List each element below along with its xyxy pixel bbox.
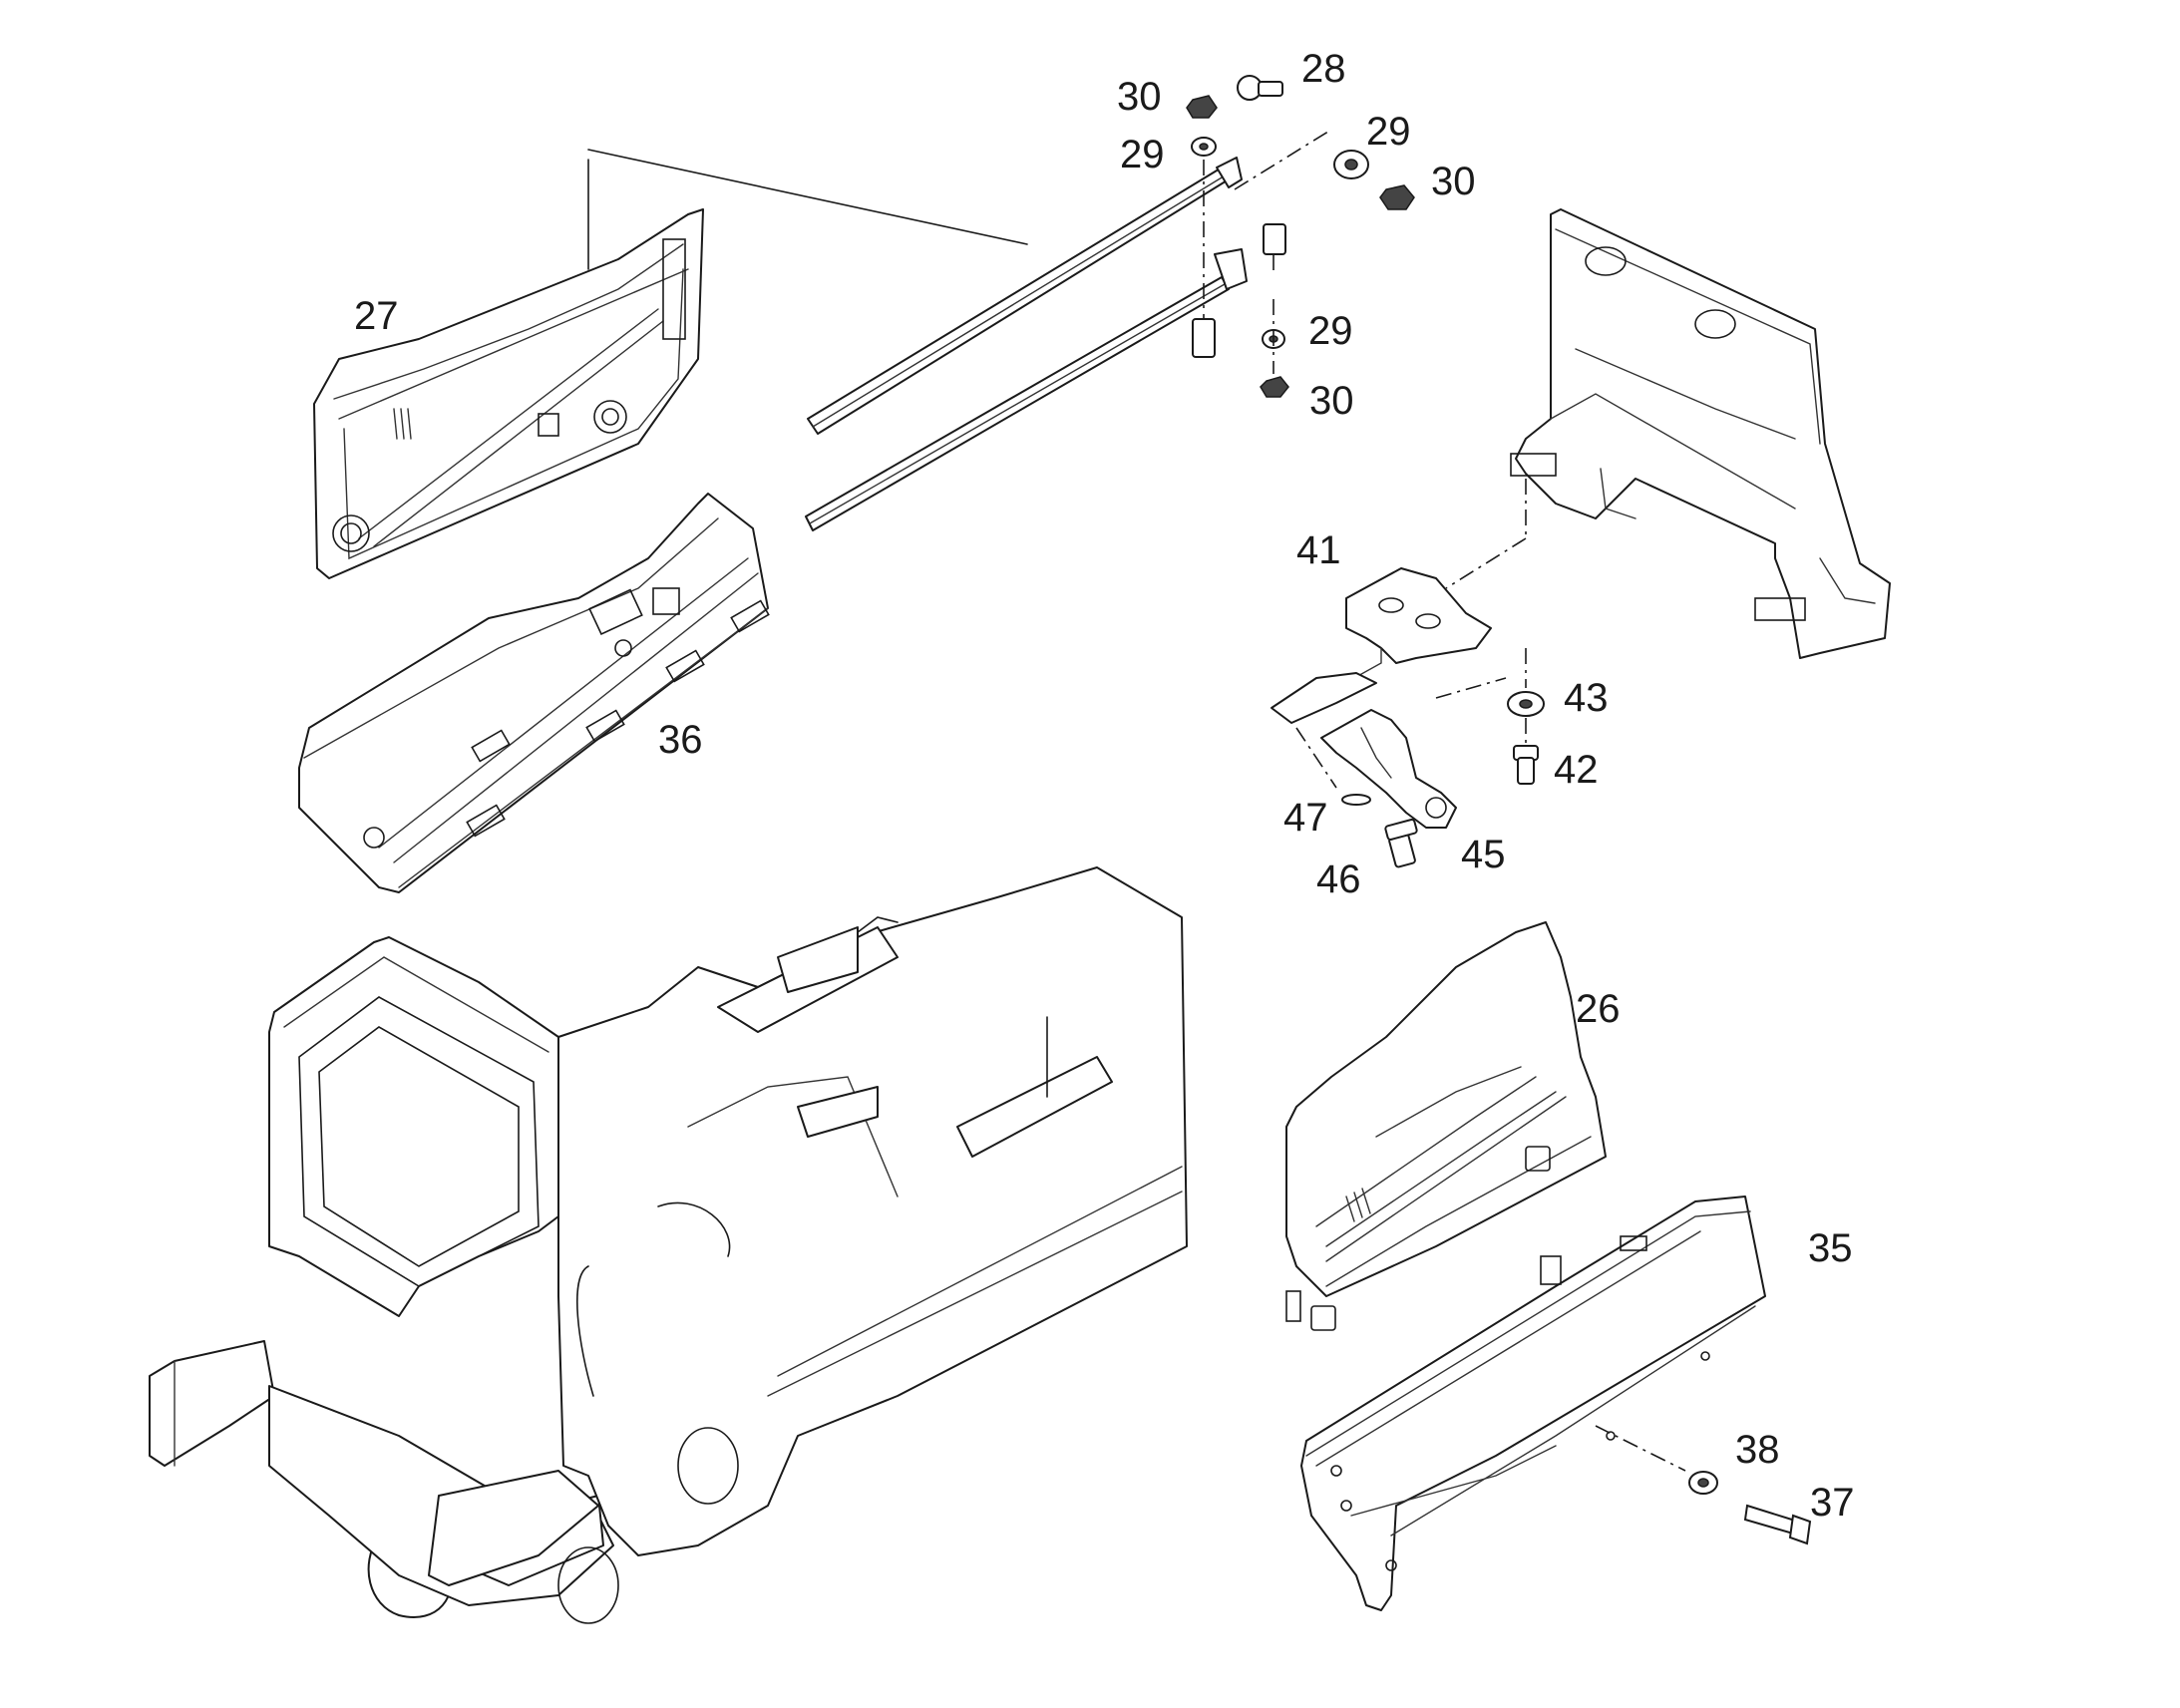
part-27-side-panel xyxy=(313,208,704,579)
callout-labels: 27 36 28 30 29 29 30 29 30 41 43 42 47 4… xyxy=(354,47,1855,1525)
callout-37: 37 xyxy=(1810,1481,1855,1525)
callout-45: 45 xyxy=(1461,833,1506,876)
callout-42: 42 xyxy=(1554,748,1599,792)
callout-38: 38 xyxy=(1735,1428,1780,1472)
callout-30c: 30 xyxy=(1309,379,1354,423)
main-chassis-frame xyxy=(149,866,1188,1624)
leader-line-27b xyxy=(587,149,1028,245)
callout-29a: 29 xyxy=(1120,133,1165,176)
hardware-group-top xyxy=(1186,75,1415,398)
upper-rail-assembly xyxy=(805,157,1248,531)
part-26-side-panel xyxy=(1285,921,1607,1331)
callout-43: 43 xyxy=(1564,676,1609,720)
callout-29c: 29 xyxy=(1308,309,1353,353)
callout-35: 35 xyxy=(1808,1226,1853,1270)
callout-27: 27 xyxy=(354,294,399,338)
part-41-bracket xyxy=(1271,567,1492,724)
hardware-group-right xyxy=(1341,648,1545,868)
callout-41: 41 xyxy=(1296,528,1341,572)
part-35-lower-bracket xyxy=(1300,1196,1766,1611)
callout-47: 47 xyxy=(1283,796,1328,840)
part-45-lever xyxy=(1295,709,1457,829)
callout-30b: 30 xyxy=(1431,160,1476,203)
hardware-group-lower-right xyxy=(1688,1471,1812,1545)
callout-26: 26 xyxy=(1576,987,1621,1031)
callout-36: 36 xyxy=(658,718,703,762)
callout-30a: 30 xyxy=(1117,75,1162,119)
callout-46: 46 xyxy=(1316,857,1361,901)
callout-28: 28 xyxy=(1301,47,1346,91)
upper-right-frame xyxy=(1445,208,1891,659)
part-36-lower-bracket xyxy=(298,493,770,893)
callout-29b: 29 xyxy=(1366,110,1411,154)
